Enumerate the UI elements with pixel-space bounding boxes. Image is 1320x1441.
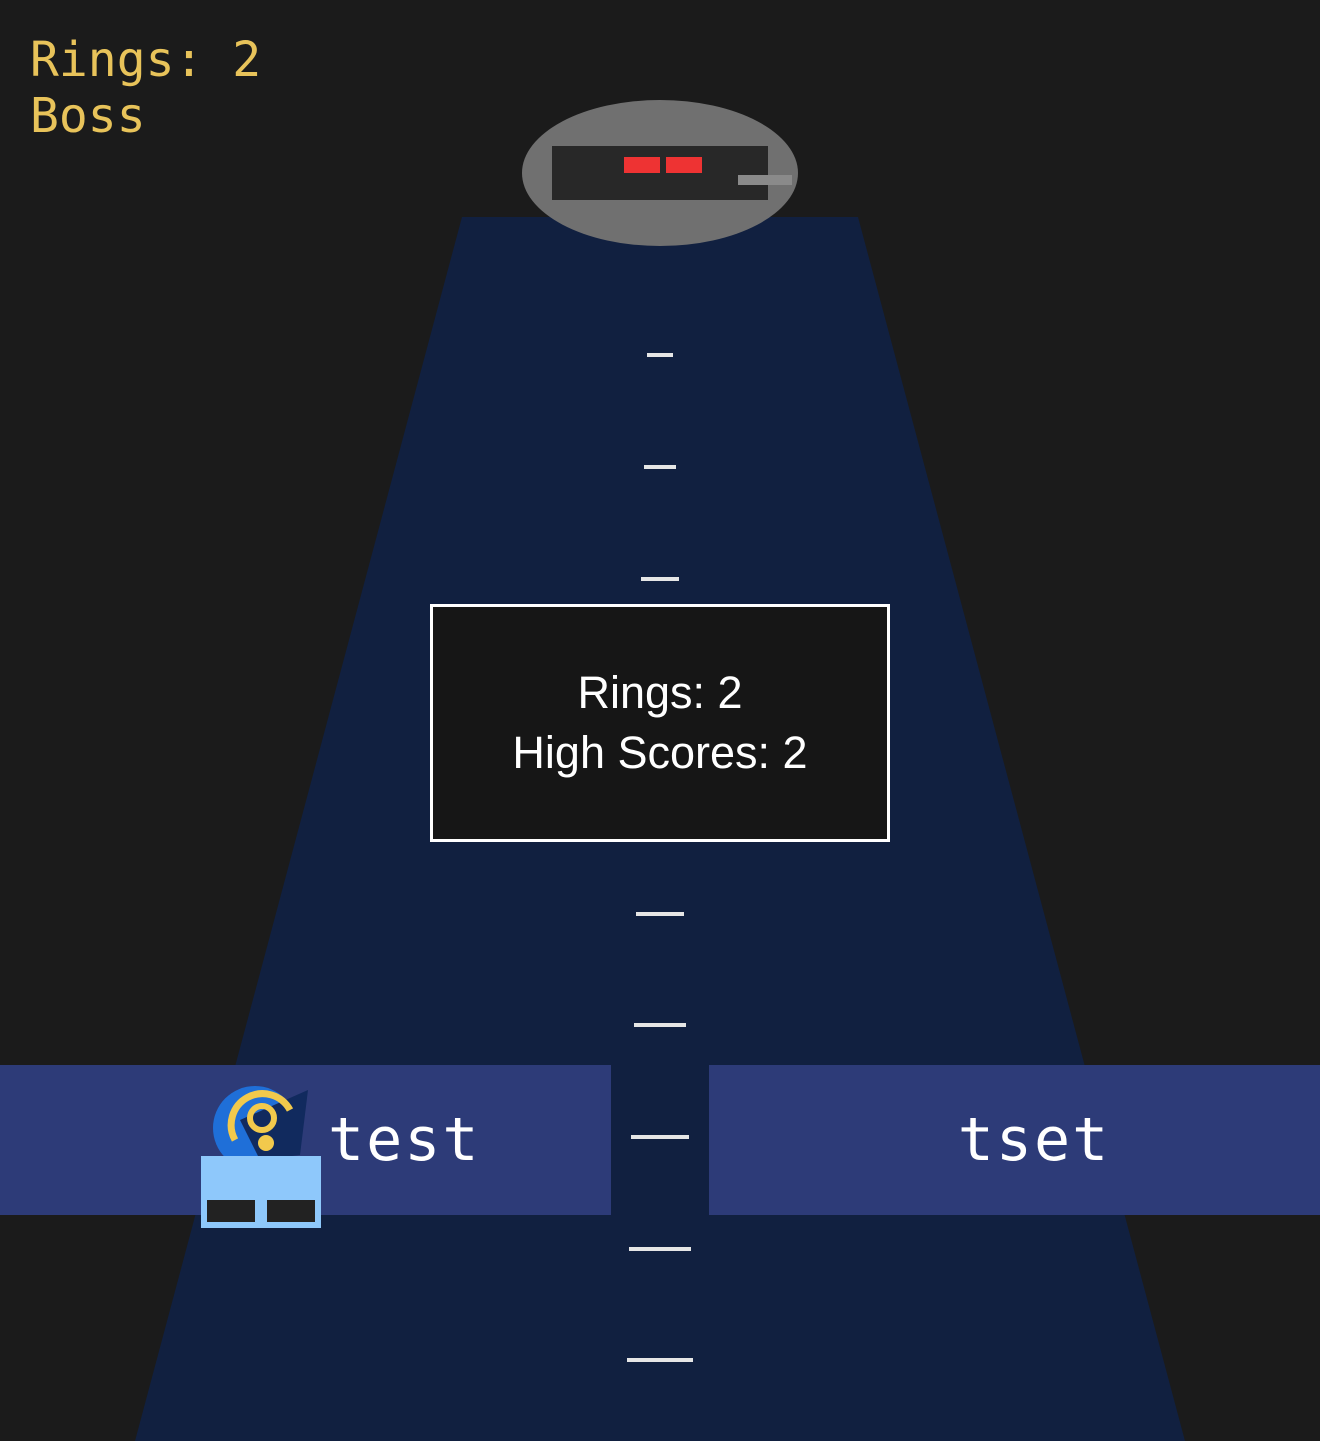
dialog-rings: Rings: 2	[577, 667, 743, 718]
right-lane-label[interactable]: tset	[957, 1105, 1111, 1175]
boss-eye	[666, 157, 702, 173]
left-lane-label[interactable]: test	[328, 1105, 481, 1175]
mode-label: Boss	[30, 88, 146, 144]
dialog-high-scores: High Scores: 2	[512, 727, 808, 778]
boss-eye	[624, 157, 660, 173]
rings-counter: Rings: 2	[30, 32, 262, 88]
score-dialog: Rings: 2 High Scores: 2	[430, 604, 890, 842]
lane-dashes	[627, 353, 693, 1362]
boss	[522, 100, 798, 246]
player	[201, 1086, 321, 1228]
right-lane-bar	[709, 1065, 1320, 1215]
boss-cannon	[738, 175, 792, 185]
hud: Rings: 2 Boss	[30, 32, 261, 144]
